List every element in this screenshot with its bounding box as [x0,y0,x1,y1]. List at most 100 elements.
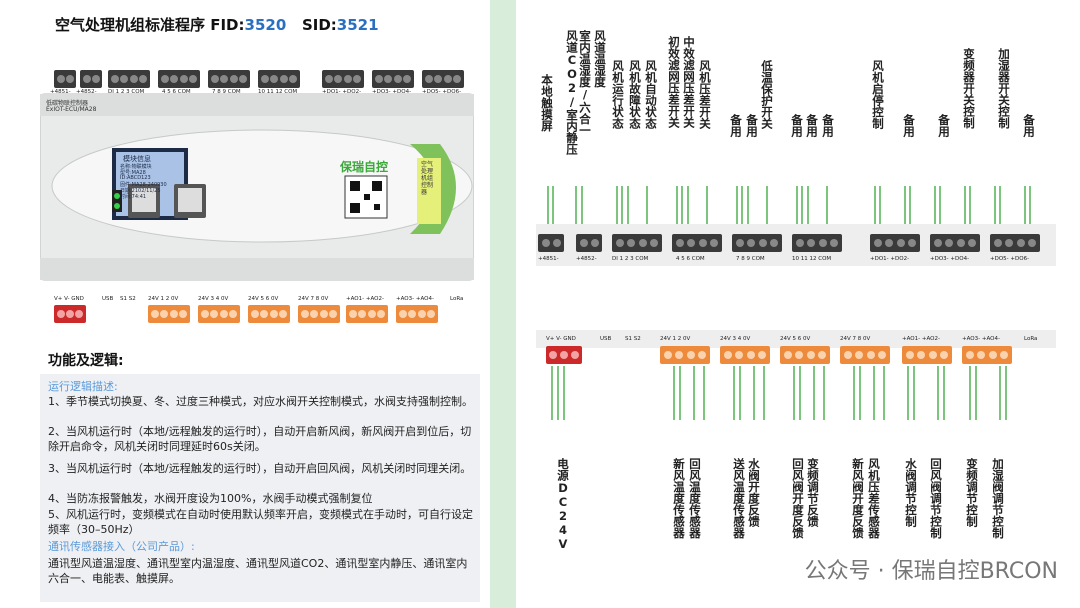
io-label-top: 备用 [790,114,804,137]
terminal-label: +AO3- +AO4- [396,296,434,302]
terminal-label: DI 1 2 3 COM [612,256,649,262]
terminal-label: +4851- [50,89,71,95]
func-line: 通讯型风道温湿度、通讯型室内温湿度、通讯型风道CO2、通讯型室内静压、通讯室内六… [48,557,468,585]
power-terminal [546,346,582,364]
terminal-label: S1 S2 [120,296,136,302]
terminal-label: +DO5- +DO6- [990,256,1030,262]
brand-small: 低碳物联控制器 [46,100,89,107]
terminal-block [538,234,564,252]
controller-device: 模块信息 名称:物联模块 型号:MA28 ID:ABCD123 固件:MA28-… [39,66,475,304]
lcd-line: 时间:74:41 [120,194,147,200]
lcd-line: 日期:2102/11/25 [120,188,161,194]
terminal-label: +DO1- +DO2- [870,256,910,262]
terminal-block [612,234,662,252]
func-box: 运行逻辑描述: 1、季节模式切换夏、冬、过度三种模式，对应水阀开关控制模式，水阀… [40,374,480,602]
brand-logo-text: 保瑞自控 [340,160,389,174]
io-label-top: 备用 [729,114,743,137]
terminal-label: 4 5 6 COM [162,89,191,95]
io-label-top: 初效滤网压差开关 [667,36,681,128]
io-label-top: 加湿器开关控制 [997,48,1011,129]
terminal-label: +AO1- +AO2- [902,336,940,342]
terminal-block [870,234,920,252]
io-label-top: 风道温湿度 [593,30,607,88]
terminal-label: 24V 3 4 0V [720,336,751,342]
power-terminal [54,305,86,323]
func-subheading: 运行逻辑描述: [48,380,118,393]
io-label-bottom: 回风阀开度反馈 [791,458,805,539]
terminal-label: V+ V- GND [54,296,84,302]
func-line: 1、季节模式切换夏、冬、过度三种模式，对应水阀开关控制模式，水阀支持强制控制。 [48,395,473,408]
terminal-block [198,305,240,323]
io-label-top: 备用 [1022,114,1036,137]
terminal-block [158,70,200,88]
terminal-block [322,70,364,88]
io-label-bottom: 新风阀开度反馈 [851,458,865,539]
io-label-top: 本地触摸屏 [540,74,554,132]
terminal-block [962,346,1012,364]
terminal-label: S1 S2 [625,336,641,342]
terminal-block [780,346,830,364]
io-label-bottom: 回风阀调节控制 [929,458,943,539]
page-title: 空气处理机组标准程序 FID:3520 SID:3521 [55,16,379,34]
lcd-line: 固件:MA28-240930 [120,182,167,188]
terminal-block [792,234,842,252]
terminal-label: USB [600,336,612,342]
io-label-top: 室内温湿度/六合一 [578,30,592,136]
io-label-top: 风机自动状态 [644,60,658,129]
func-line: 5、风机运行时，变频模式在自动时使用默认频率开启，变频模式在手动时，可自行设定频… [48,508,473,536]
terminal-label: +DO5- +DO6- [422,89,462,95]
io-label-top: 风机启停控制 [871,60,885,129]
terminal-label: +AO1- +AO2- [346,296,384,302]
terminal-label: +DO1- +DO2- [322,89,362,95]
terminal-block [720,346,770,364]
terminal-block [346,305,388,323]
controller-body [39,93,475,281]
io-label-top: 变频器开关控制 [962,48,976,129]
func-line: 2、当风机运行时（本地/远程触发的运行时），自动开启新风阀，新风阀开启到位后，切… [48,425,472,453]
lcd-title: 模块信息 [123,155,151,163]
terminal-label: 24V 7 8 0V [298,296,329,302]
terminal-label: 24V 5 6 0V [780,336,811,342]
terminal-label: 24V 1 2 0V [148,296,179,302]
terminal-label: +DO3- +DO4- [372,89,412,95]
io-label-bottom: 送风温度传感器 [732,458,746,539]
terminal-block [396,305,438,323]
io-label-top: 风机运行状态 [611,60,625,129]
terminal-label: V+ V- GND [546,336,576,342]
divider-strip [490,0,516,608]
terminal-label: +4852- [76,89,97,95]
io-label-bottom: 水阀开度反馈 [747,458,761,527]
io-label-top: 低温保护开关 [760,60,774,129]
terminal-block [108,70,150,88]
terminal-block [672,234,722,252]
model-small: ExIOT-ECU/MA28 [46,106,97,113]
io-label-top: 备用 [805,114,819,137]
terminal-label: USB [102,296,114,302]
terminal-label: 24V 1 2 0V [660,336,691,342]
io-label-bottom: 变频调节反馈 [806,458,820,527]
terminal-label: 4 5 6 COM [676,256,705,262]
io-label-bottom: 电源DC24V [556,458,570,551]
func-heading: 功能及逻辑: [48,353,124,369]
io-label-bottom: 变频调节控制 [965,458,979,527]
io-label-top: 备用 [937,114,951,137]
io-label-bottom: 新风温度传感器 [672,458,686,539]
io-label-top: 备用 [902,114,916,137]
terminal-label: 10 11 12 COM [792,256,832,262]
io-label-bottom: 水阀调节控制 [904,458,918,527]
terminal-label: +4852- [576,256,597,262]
terminal-block [248,305,290,323]
lcd-line: 名称:物联模块 [120,164,152,170]
io-label-bottom: 回风温度传感器 [688,458,702,539]
terminal-label: 10 11 12 COM [258,89,298,95]
terminal-block [80,70,102,88]
terminal-block [660,346,710,364]
terminal-block [422,70,464,88]
func-line: 4、当防冻报警触发，水阀开度设为100%，水阀手动模式强制复位 [48,492,373,505]
terminal-label: +DO3- +DO4- [930,256,970,262]
io-label-top: 风机压差开关 [698,60,712,129]
io-label-bottom: 加湿阀调节控制 [991,458,1005,539]
terminal-block [208,70,250,88]
watermark: 公众号 · 保瑞自控BRCON [804,559,1058,584]
terminal-label: LoRa [1024,336,1038,342]
